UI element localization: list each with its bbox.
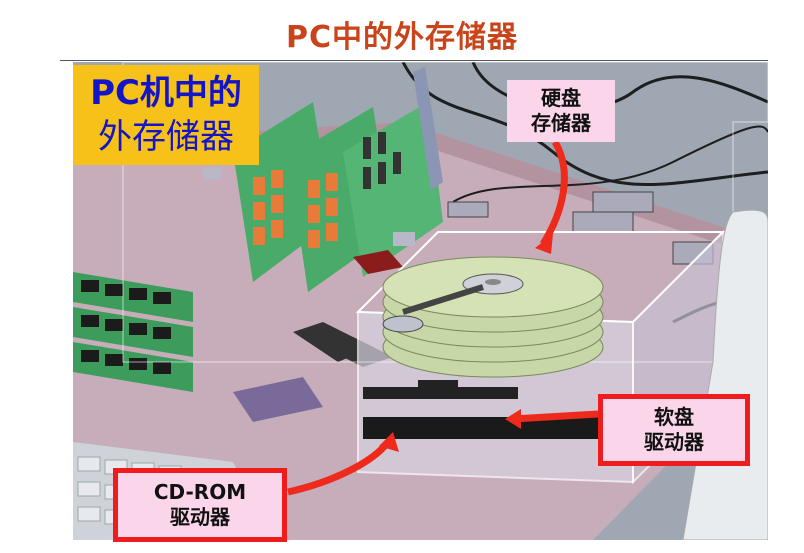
overlay-title-box: PC机中的 外存储器 (73, 65, 259, 165)
slide-title: PC中的外存储器 (285, 20, 518, 55)
hard-disk-label-line1: 硬盘 (541, 86, 581, 110)
floppy-drive-callout: 软盘 驱动器 (598, 394, 750, 466)
overlay-title-line2: 外存储器 (98, 117, 234, 157)
title-divider (60, 60, 768, 61)
cdrom-drive-callout: CD-ROM 驱动器 (113, 468, 287, 542)
floppy-label-line2: 驱动器 (644, 430, 704, 454)
overlay-title-line1: PC机中的 (90, 73, 242, 113)
cdrom-label-line2: 驱动器 (170, 505, 230, 529)
floppy-label-line1: 软盘 (654, 405, 694, 429)
cdrom-label-line1: CD-ROM (153, 480, 247, 504)
hard-disk-label-line2: 存储器 (531, 111, 591, 135)
hard-disk-callout: 硬盘 存储器 (507, 80, 615, 142)
